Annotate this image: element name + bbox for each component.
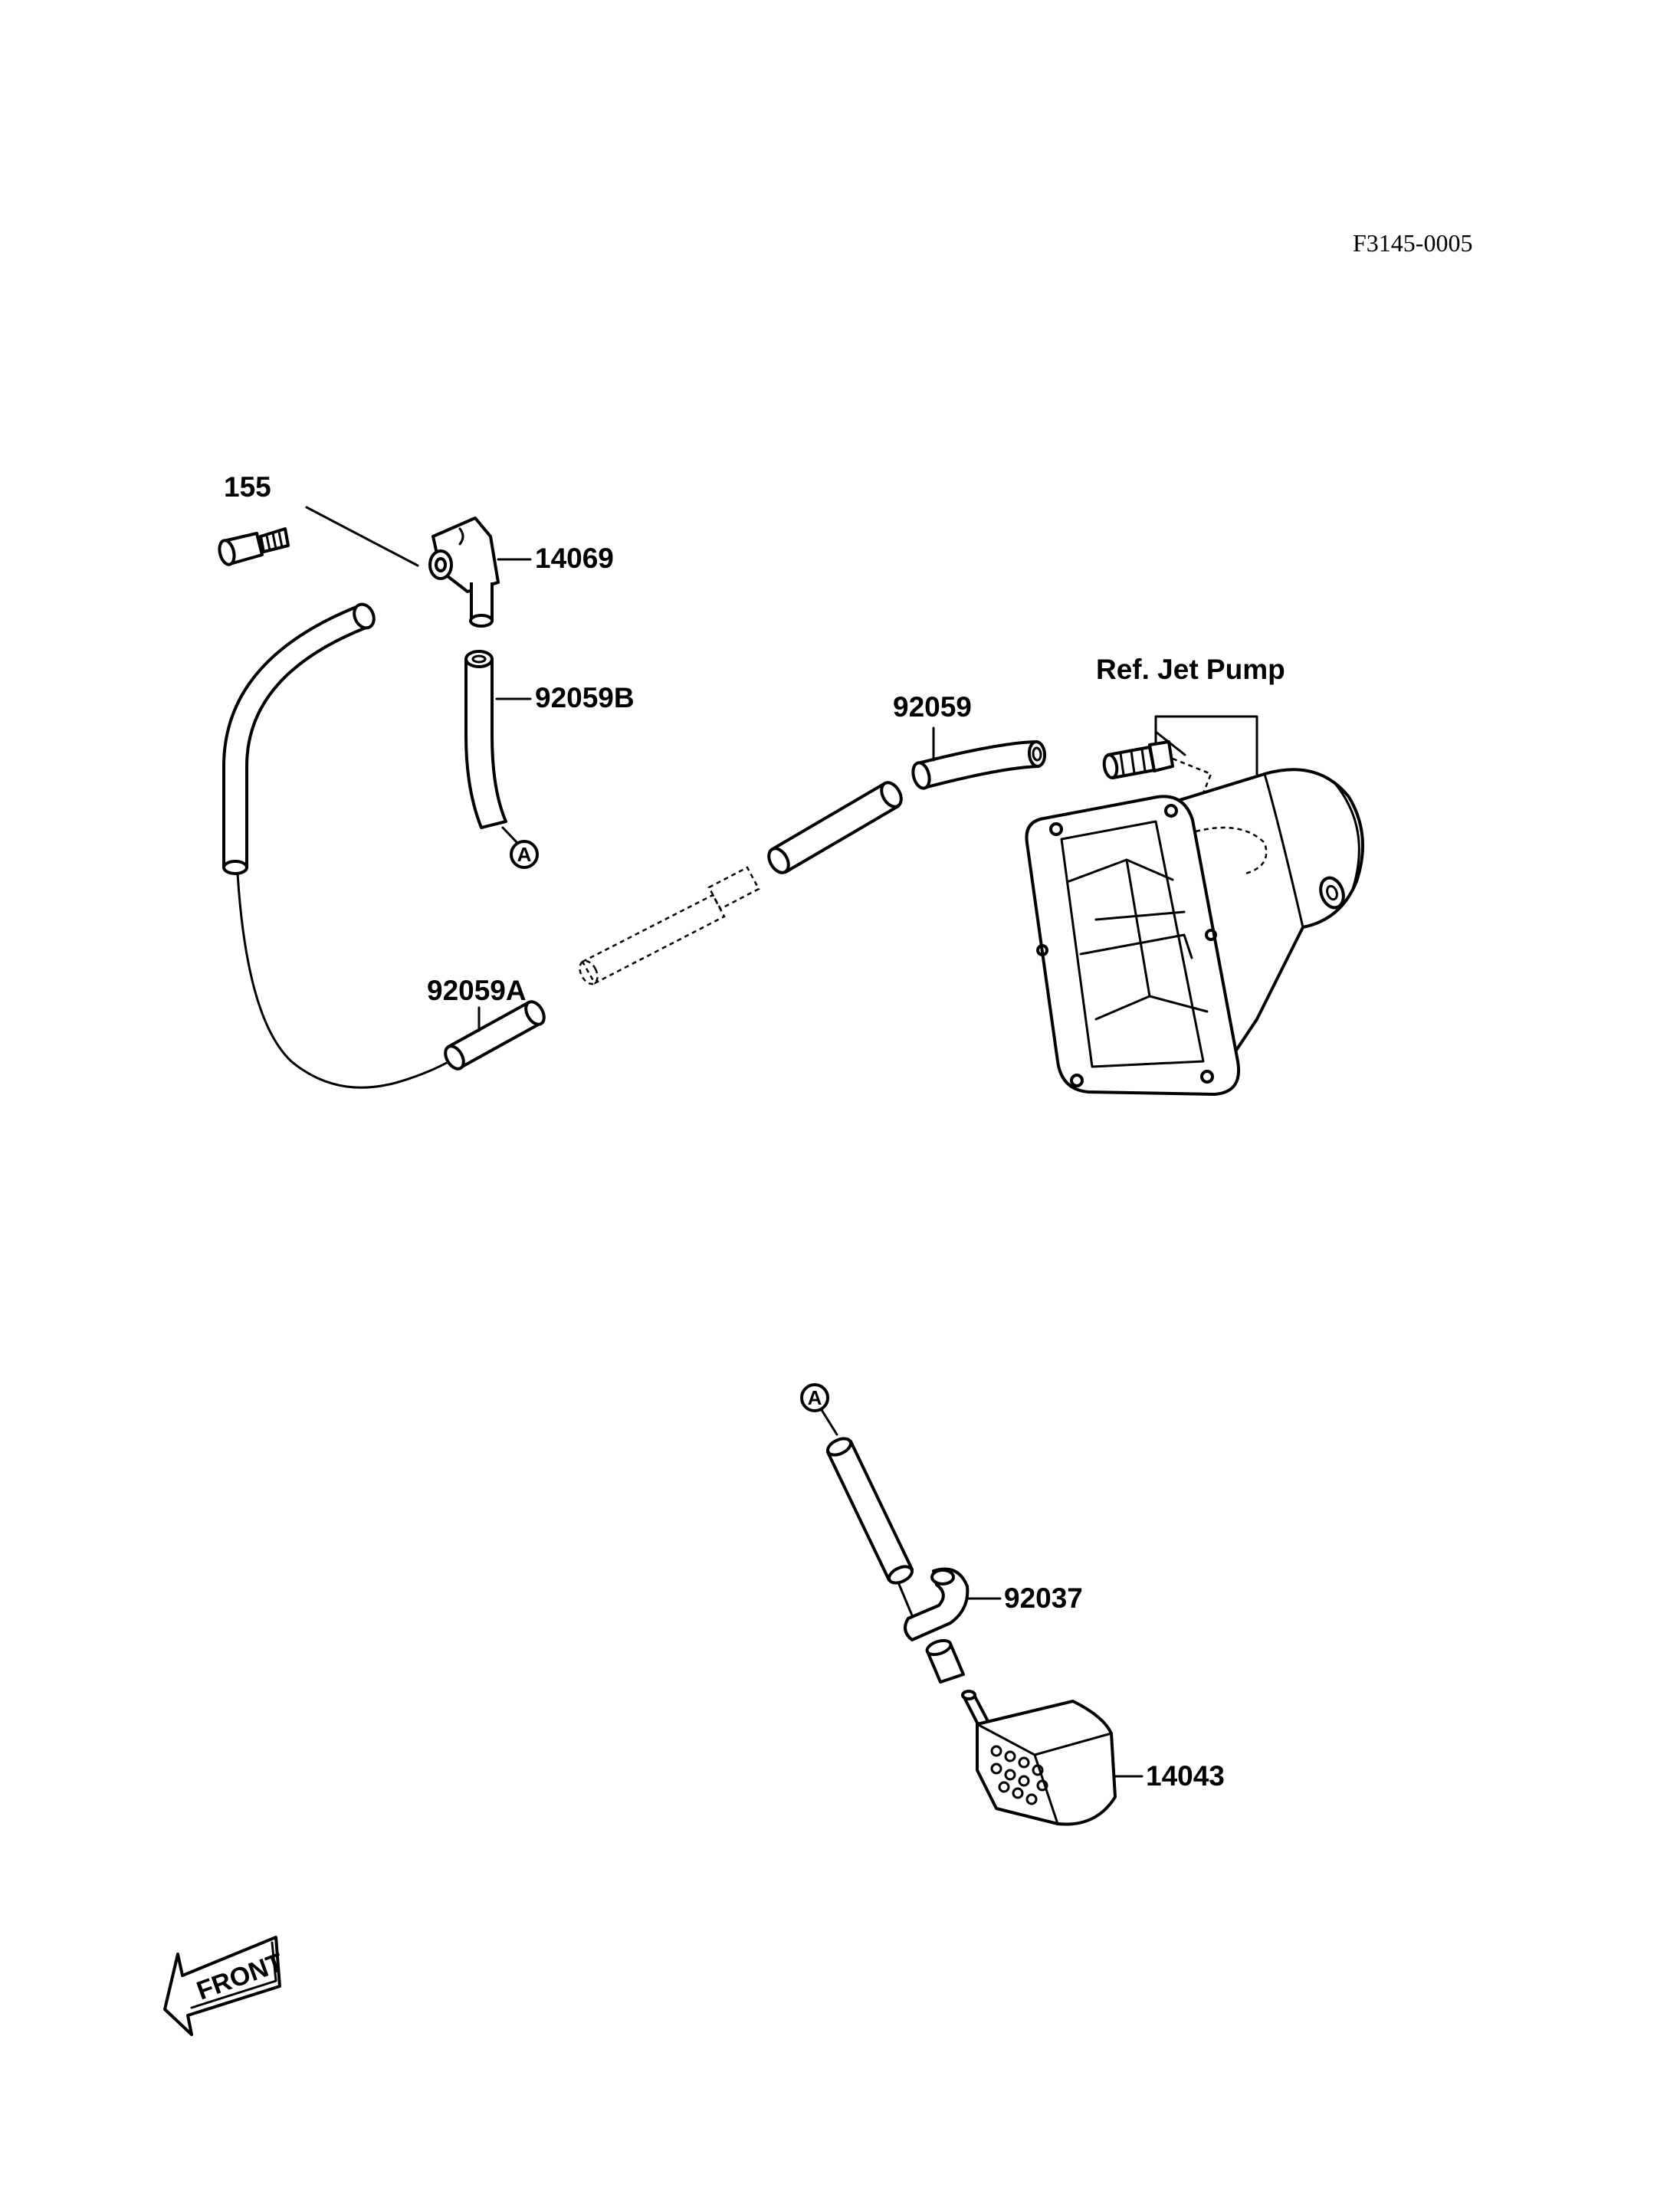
front-arrow: FRONT xyxy=(163,1936,287,2036)
label-92059: 92059 xyxy=(893,691,972,723)
routing-line-left xyxy=(236,872,452,1089)
jet-pump-nipple xyxy=(1102,740,1174,779)
leader-155 xyxy=(305,506,419,567)
label-14069: 14069 xyxy=(535,543,614,574)
hose-92059a xyxy=(444,1000,546,1071)
leader-connector-a-bottom xyxy=(820,1408,838,1436)
bolt-155 xyxy=(218,527,290,566)
jet-pump-housing xyxy=(1025,768,1364,1096)
diagram-code: F3145-0005 xyxy=(1353,229,1472,257)
label-155: 155 xyxy=(224,471,271,503)
clamp-92037 xyxy=(904,1567,970,1641)
hose-92059 xyxy=(911,740,1047,790)
connector-a-top-circle xyxy=(510,840,539,869)
label-92059a: 92059A xyxy=(427,975,527,1006)
fitting-14069 xyxy=(428,516,500,628)
hose-left-long xyxy=(222,602,376,875)
leader-connector-a-top xyxy=(501,826,519,844)
hose-lower xyxy=(826,1437,914,1585)
hose-92059b xyxy=(464,650,507,829)
label-92059b: 92059B xyxy=(535,682,635,713)
label-14043: 14043 xyxy=(1146,1760,1225,1792)
filter-14043 xyxy=(961,1690,1117,1826)
connector-a-bottom: A xyxy=(808,1386,822,1409)
label-92037: 92037 xyxy=(1004,1582,1083,1614)
phantom-fitting xyxy=(579,866,760,985)
leader-ref-jet-pump xyxy=(1154,715,1258,776)
label-ref-jet-pump: Ref. Jet Pump xyxy=(1096,654,1285,685)
hose-middle xyxy=(767,781,903,874)
connector-a-bottom-circle xyxy=(800,1383,829,1412)
connector-a-top: A xyxy=(517,843,532,866)
sleeve xyxy=(925,1638,965,1684)
